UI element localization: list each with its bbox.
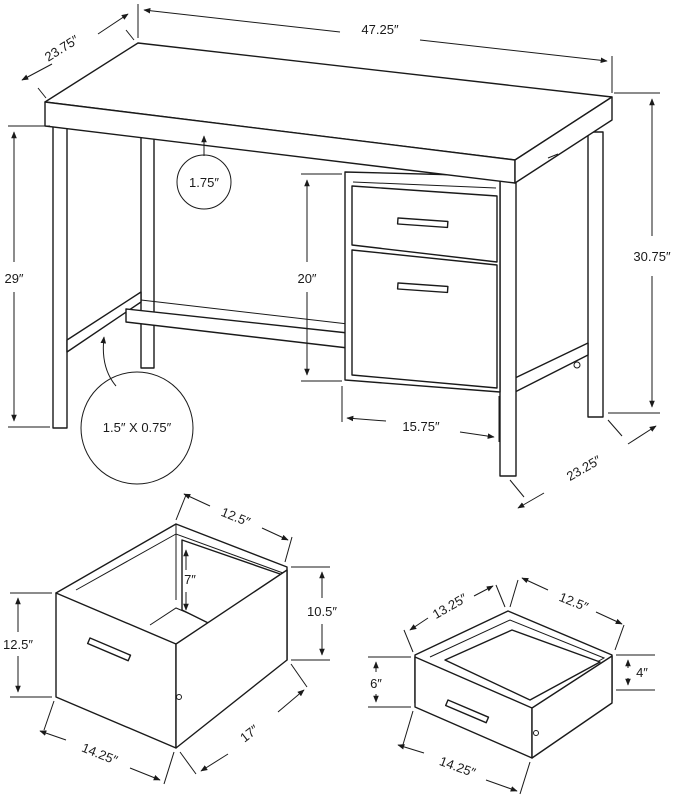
small-drawer-front-height-label: 6″ — [370, 676, 382, 691]
base-depth-label: 23.25″ — [564, 452, 604, 484]
file-drawer-inner-height-label: 7″ — [184, 572, 196, 587]
desk-dimensions — [8, 4, 660, 509]
small-drawer-inner-width-label: 12.5″ — [557, 589, 591, 614]
cabinet-width-label: 15.75″ — [402, 419, 440, 434]
right-front-leg — [499, 175, 517, 477]
small-drawer-side-height-label: 4″ — [636, 665, 648, 680]
file-drawer-side-height-label: 10.5″ — [307, 604, 337, 619]
left-front-leg — [52, 125, 68, 429]
file-drawer-depth-label: 17″ — [237, 721, 262, 745]
small-drawer-front-width-label: 14.25″ — [438, 753, 478, 780]
desk-drawing — [44, 42, 613, 477]
desk-top-side-edge — [514, 96, 613, 184]
total-height-label: 30.75″ — [633, 249, 671, 264]
file-drawer-inner-width-label: 12.5″ — [219, 504, 253, 529]
small-drawer-drawing — [414, 610, 613, 759]
small-drawer-depth-label: 13.25″ — [430, 590, 470, 622]
top-thickness-label: 1.75″ — [189, 175, 219, 190]
cabinet-file-drawer — [351, 249, 498, 389]
left-back-leg — [140, 135, 155, 369]
leg-profile-callout-circle — [80, 371, 194, 485]
leg-height-label: 29″ — [4, 271, 23, 286]
file-drawer-dimensions — [10, 493, 330, 785]
top-drawer-handle — [396, 217, 449, 229]
desk-depth-label: 23.75″ — [42, 32, 82, 65]
right-back-leg — [587, 131, 604, 418]
file-drawer-drawing — [55, 523, 288, 749]
back-stretcher — [125, 308, 349, 349]
leg-profile-label: 1.5″ X 0.75″ — [103, 420, 172, 435]
small-drawer-front-handle — [444, 699, 490, 724]
desk-width-label: 47.25″ — [361, 22, 399, 37]
left-side-crossbar — [66, 291, 142, 353]
small-drawer-side — [531, 655, 613, 759]
file-drawer-front-handle — [86, 637, 132, 662]
top-thickness-callout-circle — [176, 154, 232, 210]
file-drawer-front-width-label: 14.25″ — [80, 740, 120, 768]
file-drawer-front-height-label: 12.5″ — [3, 637, 33, 652]
file-drawer-handle — [396, 282, 449, 294]
small-drawer-dimensions — [368, 577, 655, 795]
cabinet-height-label: 20″ — [297, 271, 316, 286]
file-drawer-side — [175, 569, 288, 749]
small-drawer-floor — [444, 629, 601, 701]
